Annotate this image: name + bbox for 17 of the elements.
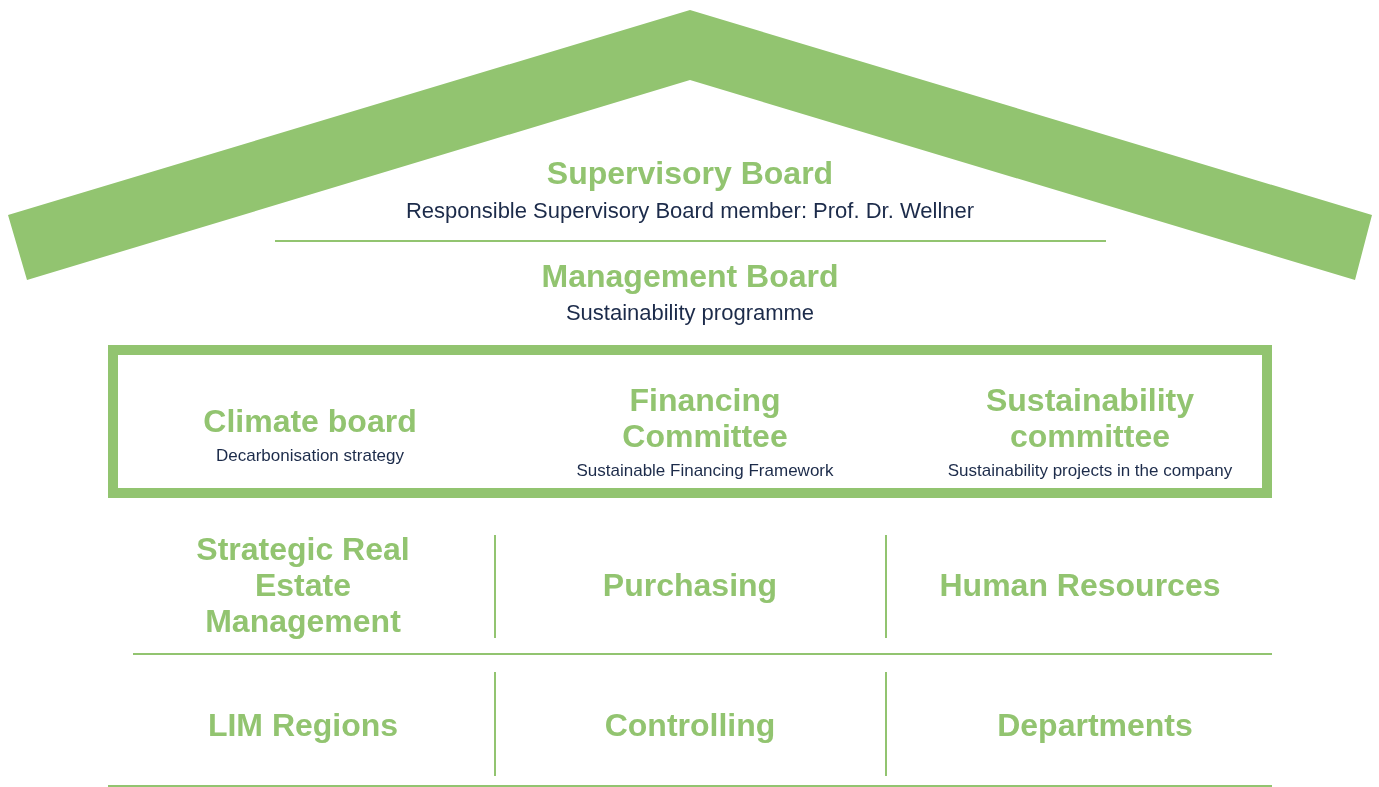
- heading: LIM Regions: [207, 708, 399, 744]
- heading: Human Resources: [939, 568, 1221, 604]
- heading: Departments: [997, 708, 1193, 744]
- subtitle: Sustainable Financing Framework: [576, 460, 834, 481]
- heading: Climate board: [203, 404, 417, 440]
- subtitle: Decarbonisation strategy: [215, 445, 404, 466]
- subtitle: Responsible Supervisory Board member: Prof. Dr. Wellner: [405, 197, 975, 224]
- heading: Management Board: [541, 258, 839, 295]
- heading: Controlling: [604, 708, 776, 744]
- subtitle: Sustainability projects in the company: [947, 460, 1233, 481]
- subtitle: Sustainability programme: [565, 300, 815, 327]
- heading: Purchasing: [602, 568, 778, 604]
- frame-box: [108, 345, 1272, 498]
- heading: Sustainability committee: [984, 383, 1195, 455]
- heading: Supervisory Board: [546, 156, 834, 192]
- heading: Strategic Real Estate Management: [195, 532, 411, 640]
- heading: Financing Committee: [621, 383, 789, 455]
